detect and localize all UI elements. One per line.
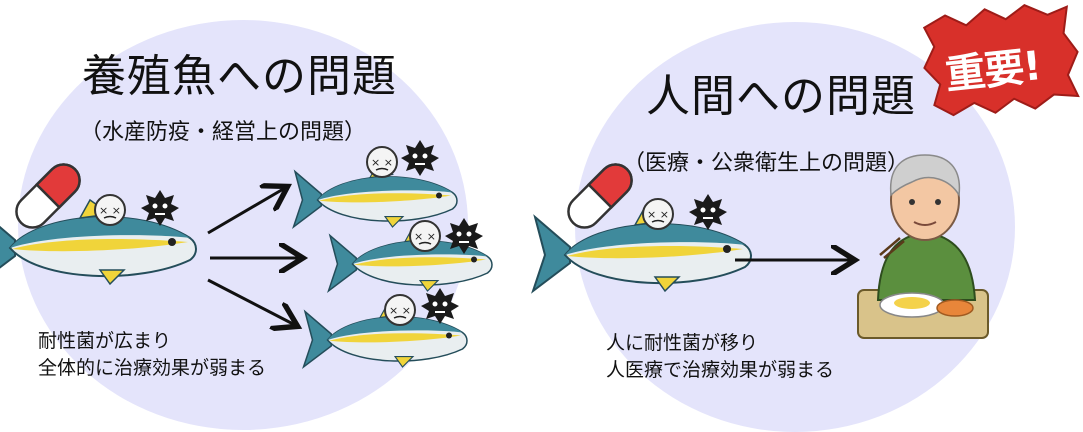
germ-icon — [444, 217, 484, 255]
sick-face-icon — [642, 198, 674, 230]
right-title: 人間への問題 — [646, 71, 916, 122]
arrow-icon-up — [207, 188, 285, 235]
germ-icon — [140, 189, 180, 227]
left-note-line2: 全体的に治療効果が弱まる — [38, 357, 267, 379]
right-note-line2: 人医療で治療効果が弱まる — [606, 359, 835, 381]
left-title: 養殖魚への問題 — [82, 51, 397, 102]
left-note-line1: 耐性菌が広まり — [38, 330, 172, 352]
sick-face-icon — [384, 294, 416, 326]
pill-icon-right — [560, 156, 640, 236]
germ-icon — [400, 139, 440, 177]
important-badge — [922, 4, 1080, 117]
sick-face-icon — [94, 194, 126, 226]
left-subtitle: （水産防疫・経営上の問題） — [80, 120, 367, 145]
right-note-line1: 人に耐性菌が移り — [606, 332, 759, 354]
left-note: 耐性菌が広まり 全体的に治療効果が弱まる — [38, 328, 266, 382]
right-subtitle: （医療・公衆衛生上の問題） — [623, 151, 910, 176]
germ-icon — [688, 193, 728, 231]
sick-face-icon — [409, 220, 441, 252]
germ-icon — [420, 287, 460, 325]
sick-face-icon — [366, 146, 398, 178]
right-note: 人に耐性菌が移り 人医療で治療効果が弱まる — [606, 330, 834, 384]
arrow-icon-down — [207, 278, 295, 325]
food-plate-icon — [879, 292, 974, 318]
important-badge-text: 重要! — [943, 43, 1043, 99]
